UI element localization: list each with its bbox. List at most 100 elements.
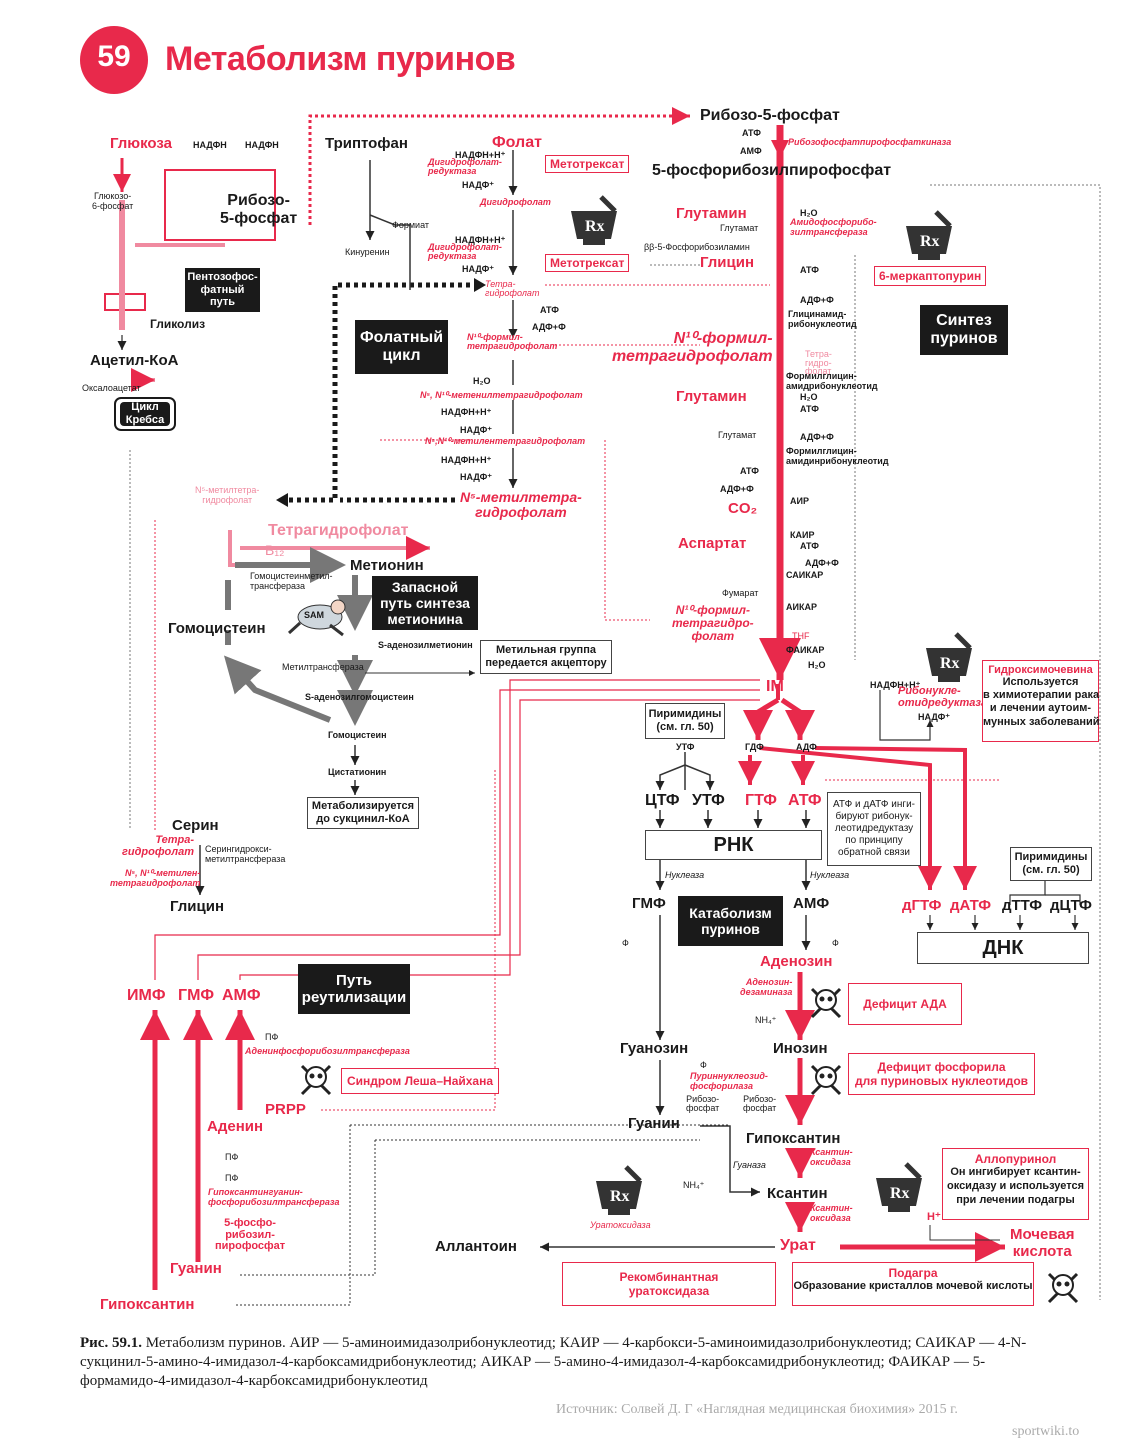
fumarate-label: Фумарат: [722, 588, 759, 598]
methotrexate-box-1: Метотрексат: [545, 155, 630, 173]
shmt-label: Серингидрокси- метилтрансфераза: [205, 844, 286, 864]
rx-mortar-icon: Rx: [900, 210, 958, 262]
allopurinol-box: Аллопуринол Он ингибирует ксантин- оксид…: [942, 1148, 1089, 1220]
dhfr-2: Дигидрофолат- редуктаза: [428, 242, 502, 262]
catabolism-box: Катаболизм пуринов: [678, 896, 783, 946]
sah-label: S-аденозилгомоцистеин: [305, 692, 414, 702]
fthf-folate: N¹⁰-формил- тетрагидрофолат: [467, 332, 558, 352]
thf-synth-2: THF: [792, 631, 810, 641]
skull-icon: [808, 985, 844, 1021]
h2o-synth-2: Н₂О: [800, 392, 818, 402]
skull-icon: [298, 1062, 334, 1098]
urate-label: Урат: [780, 1237, 816, 1254]
nadph-h-rnr: НАДФН+Н⁺: [870, 680, 921, 690]
recomb-uricase-box: Рекомбинантная уратоксидаза: [562, 1262, 776, 1306]
hydroxyurea-box: Гидроксимочевина Используется в химиотер…: [982, 660, 1100, 742]
header-badge-circle: [80, 26, 148, 94]
pi-cat-1: Ф: [622, 938, 629, 948]
h2o-synth-3: Н₂О: [808, 660, 826, 670]
nadph-h-2: НАДФН+Н⁺: [455, 235, 506, 245]
gout-text: Образование кристаллов мочевой кислоты: [793, 1280, 1033, 1292]
serine-methylene: N⁵, N¹⁰-метилен- тетрагидрофолат: [110, 868, 201, 889]
glucose-label: Глюкоза: [110, 135, 172, 152]
allantoin-label: Аллантоин: [435, 1238, 517, 1255]
pentose-path-box: Пентозофос- фатный путь: [185, 268, 260, 312]
guanine-salvage: Гуанин: [170, 1260, 222, 1277]
methotrexate-box-2: Метотрексат: [545, 254, 630, 272]
nadph-label-2: НАДФН: [245, 140, 279, 150]
atp-prps: АТФ: [742, 128, 761, 138]
salvage-methionine-box: Запасной путь синтеза метионина: [372, 576, 478, 630]
prpp-salvage: PRPP: [265, 1101, 306, 1118]
kynurenine-label: Кинуренин: [345, 247, 390, 257]
rx-mortar-icon: Rx: [920, 632, 978, 684]
nadp-4: НАДФ⁺: [460, 472, 493, 482]
homocysteine-small: Гомоцистеин: [328, 730, 387, 740]
amp-cat: АМФ: [793, 895, 830, 912]
uricase-label: Уратоксидаза: [590, 1220, 651, 1230]
gtp-label: ГТФ: [745, 792, 777, 809]
r1p-2: Рибозо- фосфат: [743, 1094, 777, 1114]
pra-label: ββ-5-Фосфорибозиламин: [644, 242, 750, 252]
sam-man-label: SAM: [304, 610, 324, 620]
methyl-thf: N⁵-метилтетра- гидрофолат: [460, 489, 582, 521]
atp-synth-1: АТФ: [800, 265, 819, 275]
saicar-label: САИКАР: [786, 570, 824, 580]
site-watermark: sportwiki.to: [1012, 1424, 1080, 1439]
methenyl-thf: N⁵, N¹⁰-метенилтетрагидрофолат: [420, 390, 583, 400]
source-line: Источник: Солвей Д. Г «Наглядная медицин…: [556, 1402, 958, 1417]
imp-label: IM: [766, 678, 784, 695]
ada-deficiency-box: Дефицит АДА: [848, 983, 962, 1025]
dhfr-1: Дигидрофолат- редуктаза: [428, 157, 502, 177]
caption-label: Рис. 59.1.: [80, 1335, 142, 1351]
gdp-label: ГДФ: [745, 742, 764, 752]
nh4-a: NH₄⁺: [755, 1015, 777, 1025]
header-number: 59: [97, 40, 131, 73]
folate-label: Фолат: [492, 134, 542, 151]
aspartate-label: Аспартат: [678, 535, 747, 552]
nadp-1: НАДФ⁺: [462, 180, 495, 190]
purine-synthesis-box: Синтез пуринов: [920, 305, 1008, 355]
skull-icon: [808, 1062, 844, 1098]
succinyl-box: Метаболизируется до сукцинил-КоА: [307, 797, 419, 829]
prps-enzyme: Рибозофосфатпирофосфаткиназа: [788, 137, 952, 147]
gmp-cat: ГМФ: [632, 895, 666, 912]
dhf-label: Дигидрофолат: [480, 197, 551, 207]
atp-synth-3: АТФ: [740, 466, 759, 476]
g6p-label: Глюкозо- 6-фосфат: [92, 191, 134, 211]
nadp-2: НАДФ⁺: [462, 264, 495, 274]
r1p-1: Рибозо- фосфат: [686, 1094, 720, 1114]
svg-text:Rx: Rx: [940, 655, 960, 672]
adp-label: АДФ: [796, 742, 817, 752]
formate-label: Формиат: [392, 220, 429, 230]
atp-folate: АТФ: [540, 305, 559, 315]
guanine-cat: Гуанин: [628, 1115, 680, 1132]
svg-text:Rx: Rx: [920, 233, 940, 250]
pnp-enzyme: Пуриннуклеозид- фосфорилаза: [690, 1071, 768, 1091]
aicar-label: АИКАР: [786, 602, 817, 612]
nadph-h-3: НАДФН+Н⁺: [441, 407, 492, 417]
hypoxanthine-cat: Гипоксантин: [746, 1130, 841, 1147]
allopurinol-title: Аллопуринол: [974, 1152, 1057, 1166]
page-title: Метаболизм пуринов: [165, 40, 516, 78]
sam-man-icon: [285, 595, 355, 637]
pyrimidines-box-2: Пиримидины (см. гл. 50): [1010, 847, 1092, 881]
guanosine-label: Гуанозин: [620, 1040, 689, 1057]
glutamine-1: Глутамин: [676, 205, 747, 222]
dttp-label: дТТФ: [1002, 897, 1043, 914]
gout-title: Подагра: [888, 1266, 938, 1280]
nuclease-1: Нуклеаза: [665, 870, 705, 880]
ppi-salvage-3: ПФ: [225, 1173, 239, 1183]
adenosine-label: Аденозин: [760, 953, 833, 970]
svg-text:Rx: Rx: [610, 1188, 630, 1205]
nadph-h-4: НАДФН+Н⁺: [441, 455, 492, 465]
thf-synth-1: Тетра- гидро- фолат: [805, 349, 832, 377]
methyltransferase-label: Метилтрансфераза: [282, 662, 364, 672]
adp-folate: АДФ+Ф: [532, 322, 566, 332]
prpp-2-salvage: 5-фосфо- рибозил- пирофосфат: [215, 1217, 286, 1253]
glycine-bottom: Глицин: [170, 898, 225, 915]
serine-label: Серин: [172, 817, 219, 834]
pi-cat-2: Ф: [832, 938, 839, 948]
svg-text:Rx: Rx: [890, 1185, 910, 1202]
